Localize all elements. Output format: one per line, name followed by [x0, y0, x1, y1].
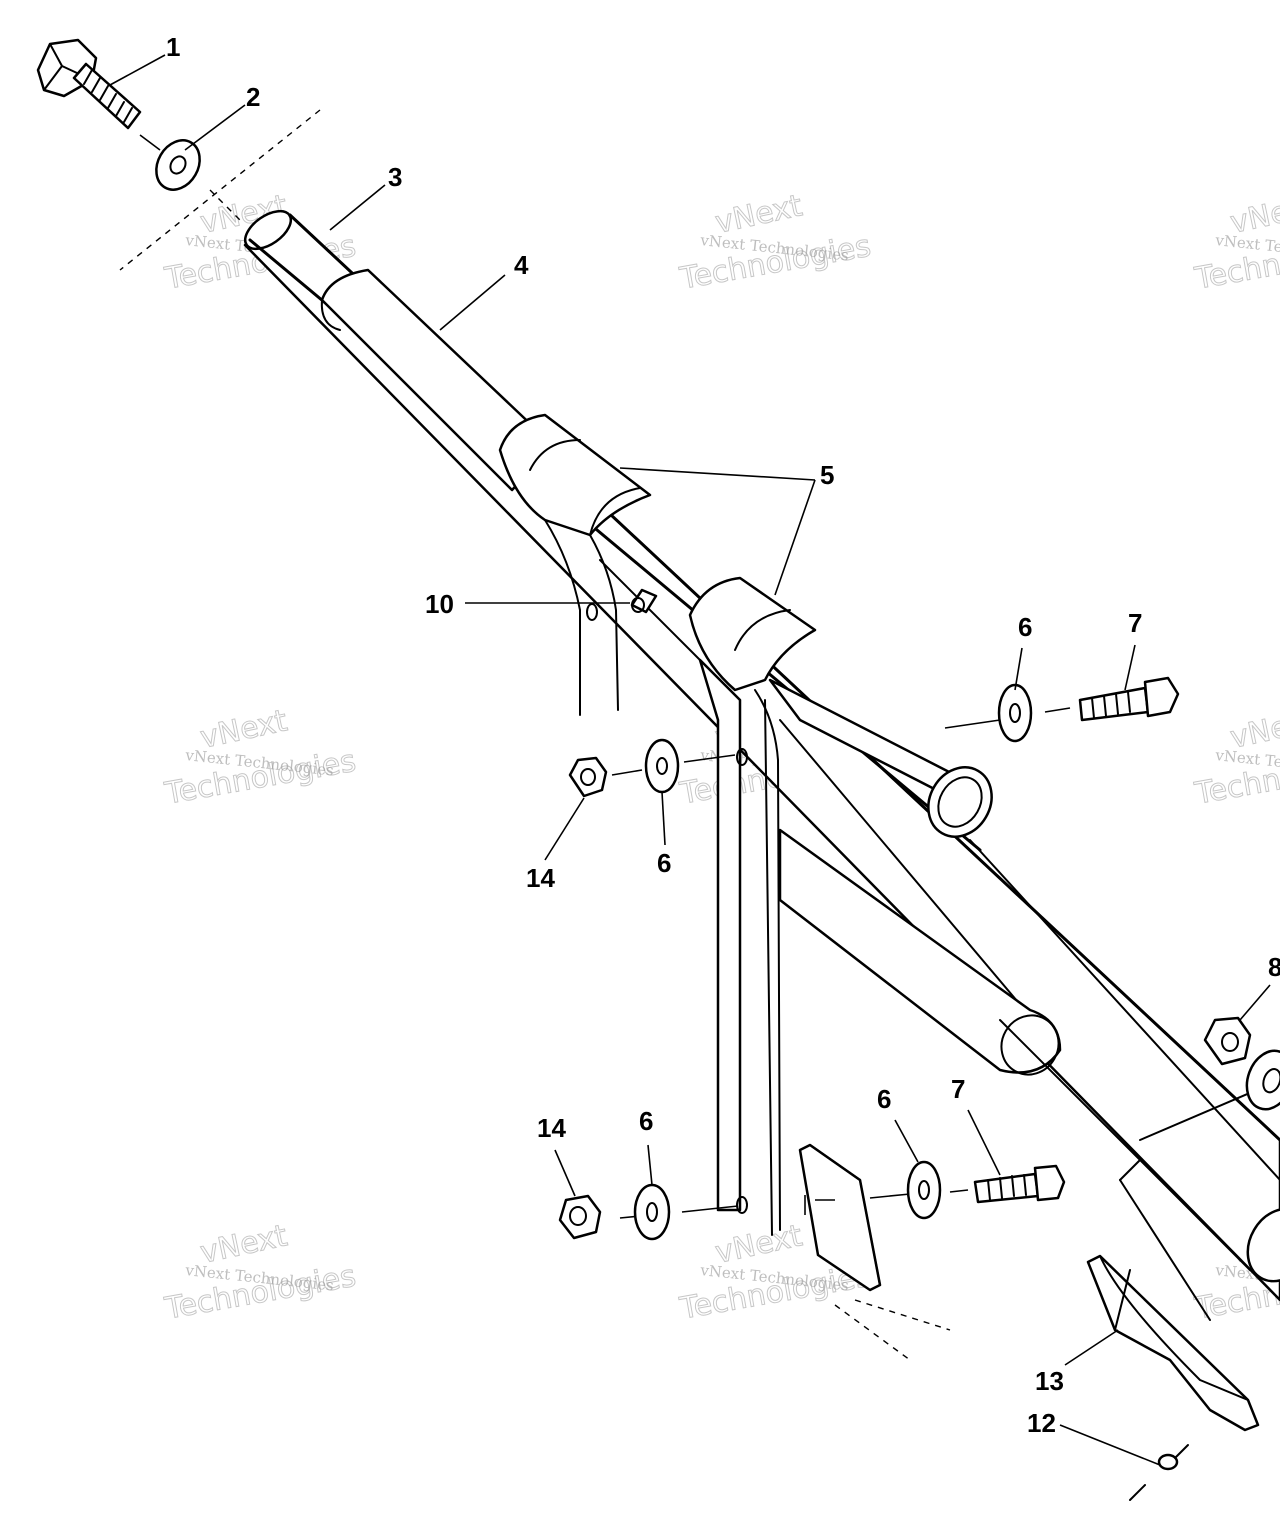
callout-4: 4 [514, 250, 529, 280]
callout-6a: 6 [1018, 612, 1032, 642]
axis-line [139, 134, 161, 151]
leader-line-2 [184, 104, 246, 151]
callout-3: 3 [388, 162, 402, 192]
callout-12: 12 [1027, 1408, 1056, 1438]
leader-line-6a [1014, 647, 1023, 691]
callout-5: 5 [820, 460, 834, 490]
collar-bracket-upper [498, 413, 701, 716]
callout-6c: 6 [639, 1106, 653, 1136]
leader-line-7b [967, 1109, 1001, 1176]
watermark: vNext vNext Technologies Technologies [161, 1218, 359, 1327]
wedge-bracket-part-13 [1086, 1254, 1260, 1432]
collar-bracket-lower [688, 576, 1051, 1236]
callout-14a: 14 [526, 863, 555, 893]
leader-lines [109, 54, 1271, 1466]
nut-washer-set-lower-left [558, 1183, 739, 1241]
bolt-set-upper-right [944, 676, 1180, 743]
callout-13: 13 [1035, 1366, 1064, 1396]
leader-line-6d [894, 1119, 919, 1163]
callout-1: 1 [166, 32, 180, 62]
axis-lines [119, 109, 321, 271]
leader-line-1 [109, 54, 166, 86]
leader-line-5a [619, 467, 816, 481]
leader-line-14a [544, 797, 585, 861]
fitting-part-10 [630, 588, 658, 614]
callout-8: 8 [1268, 952, 1280, 982]
callout-7b: 7 [951, 1074, 965, 1104]
callout-6d: 6 [877, 1084, 891, 1114]
leader-line-6b [661, 791, 666, 846]
leader-line-12 [1059, 1424, 1161, 1466]
watermark: vNext vNext Technologies Technologies [1191, 188, 1280, 297]
lower-arm [778, 828, 1280, 1271]
leader-line-4 [439, 274, 506, 331]
callout-10: 10 [425, 589, 454, 619]
leader-line-7a [1124, 644, 1136, 691]
callout-7a: 7 [1128, 608, 1142, 638]
leader-line-13 [1064, 1329, 1119, 1366]
tube-end [768, 678, 993, 838]
watermark: vNext vNext Technologies Technologies [161, 703, 359, 812]
watermark: vNext vNext Technologies Technologies [1191, 703, 1280, 812]
leader-line-5b [774, 479, 816, 596]
pin-part-12 [1129, 1444, 1189, 1501]
right-end-fittings [1119, 1016, 1280, 1321]
callout-6b: 6 [657, 848, 671, 878]
leader-line-8 [1239, 984, 1271, 1021]
bolt-set-lower-right [869, 1160, 1066, 1220]
leader-line-14b [554, 1149, 576, 1197]
washer-part-2 [155, 139, 201, 191]
nut-washer-set-middle [568, 738, 736, 798]
callout-14b: 14 [537, 1113, 566, 1143]
mounting-plate [798, 1143, 951, 1361]
callout-labels: 1 2 3 4 5 6 7 10 14 6 8 14 6 6 7 13 12 [166, 32, 1280, 1438]
leader-line-6c [647, 1144, 653, 1186]
main-shaft [243, 209, 1280, 1302]
leader-line-3 [329, 184, 386, 231]
hex-bolt-part-1 [36, 38, 142, 130]
callout-2: 2 [246, 82, 260, 112]
watermark: vNext vNext Technologies Technologies [676, 188, 874, 297]
